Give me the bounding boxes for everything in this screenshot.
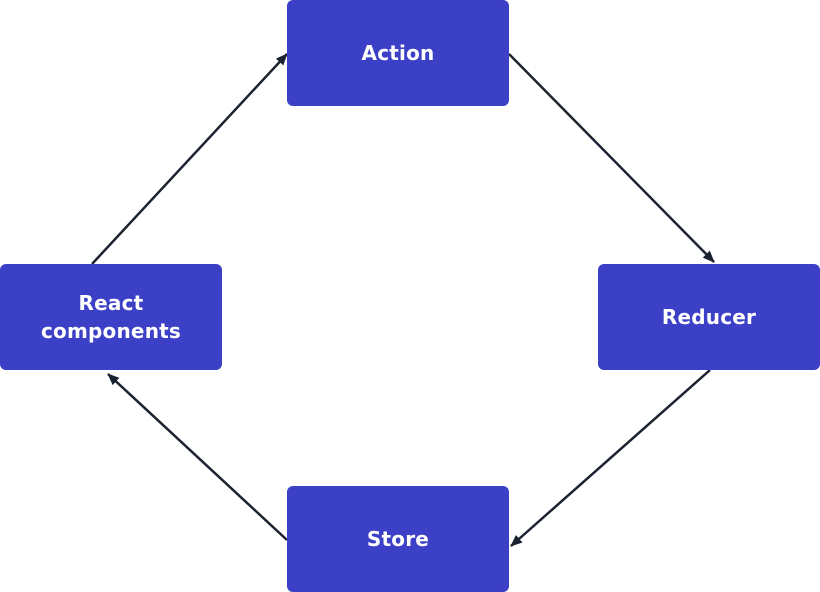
node-action[interactable]: Action	[287, 0, 509, 106]
edge-react-to-action	[91, 53, 288, 265]
edge-store-to-react	[107, 373, 288, 541]
node-store[interactable]: Store	[287, 486, 509, 592]
edge-reducer-to-store	[510, 369, 711, 547]
node-reducer[interactable]: Reducer	[598, 264, 820, 370]
node-action-label: Action	[361, 41, 435, 65]
node-store-label: Store	[366, 527, 430, 551]
edge-action-to-reducer	[508, 53, 715, 263]
node-reducer-label: Reducer	[661, 305, 757, 329]
node-react-components[interactable]: React components	[0, 264, 222, 370]
node-react-components-label: React components	[41, 291, 181, 343]
